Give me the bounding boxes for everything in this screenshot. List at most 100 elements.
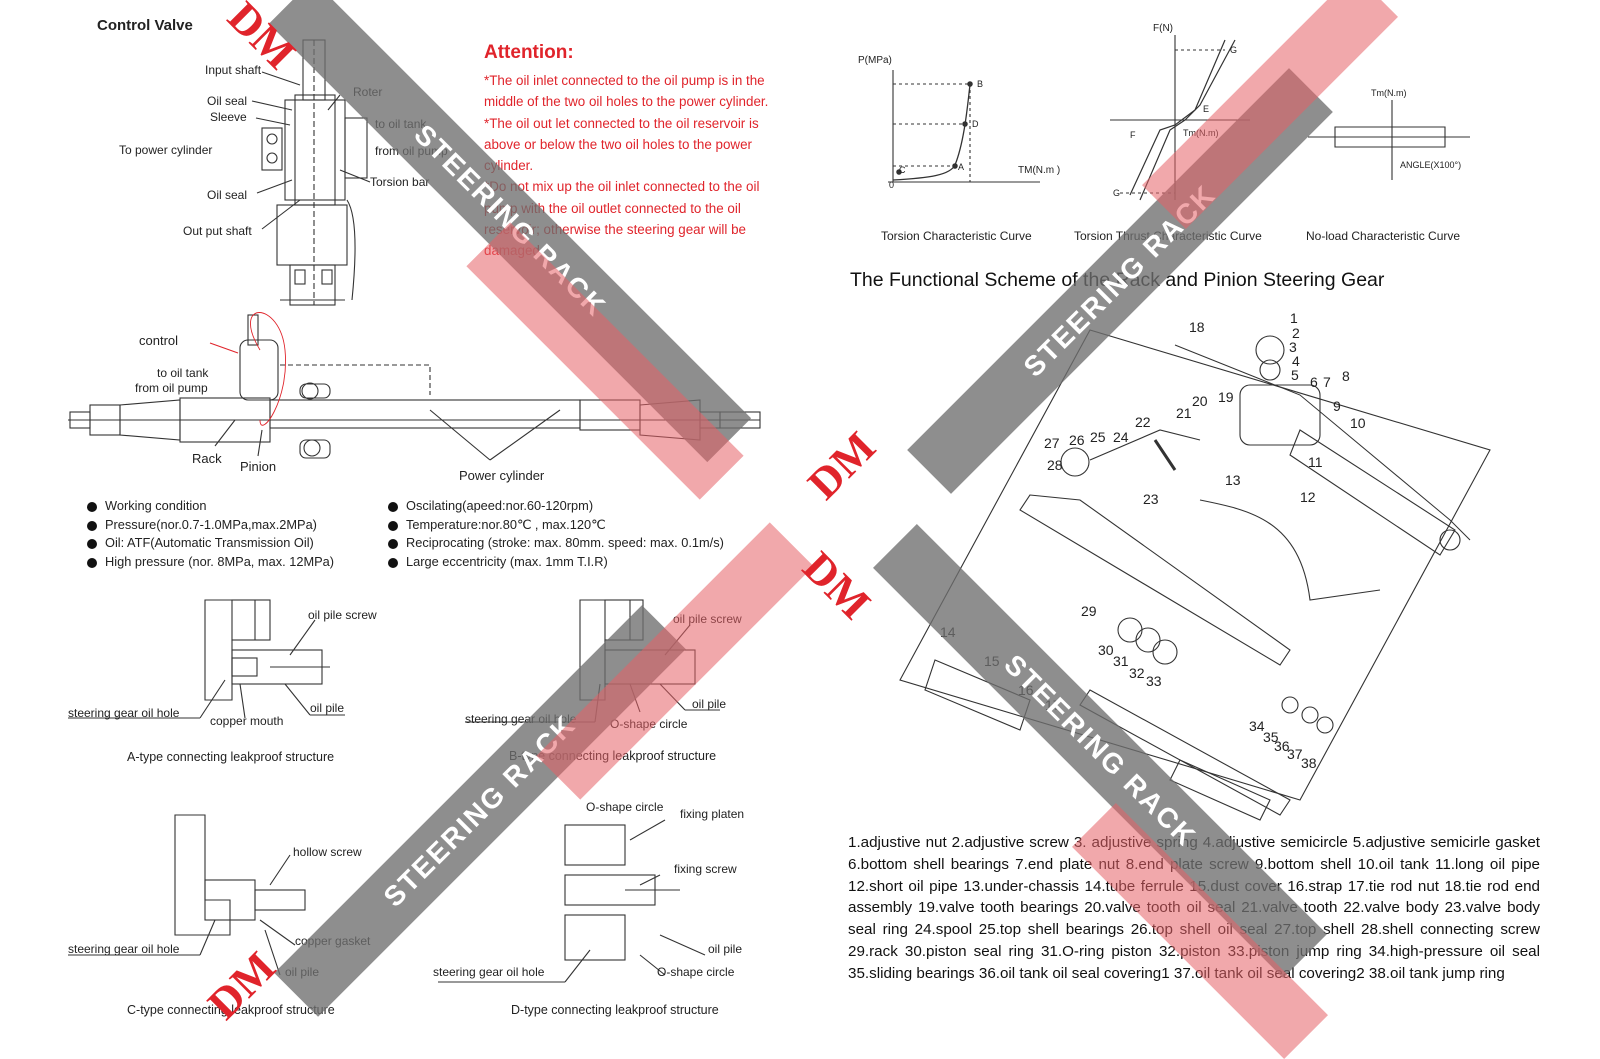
part-number-26: 26: [1069, 432, 1085, 448]
d-o-shape-circle-top-label: O-shape circle: [586, 800, 664, 814]
noload-xlabel: ANGLE(X100°): [1400, 160, 1462, 170]
from-oil-pump-label: from oil pump: [375, 144, 448, 158]
part-number-24: 24: [1113, 429, 1129, 445]
part-number-32: 32: [1129, 665, 1145, 681]
parts-list: 1.adjustive nut 2.adjustive screw 3. adj…: [848, 834, 1540, 982]
thrust-curve-chart: [1110, 35, 1250, 201]
thrust-point-g-top: G: [1230, 45, 1238, 55]
part-number-9: 9: [1333, 398, 1341, 414]
part-number-8: 8: [1342, 368, 1350, 384]
part-number-1: 1: [1290, 310, 1298, 326]
b-type-caption: B-type connecting leakproof structure: [509, 749, 717, 763]
thrust-caption: Torsion Thrust Characteristic Curve: [1074, 229, 1262, 243]
thrust-point-g-bottom: G: [1113, 188, 1121, 198]
part-number-19: 19: [1218, 389, 1234, 405]
b-steering-gear-oil-hole-label: steering gear oil hole: [465, 712, 577, 726]
thrust-ylabel: F(N): [1153, 23, 1173, 34]
torsion-point-c: C: [899, 165, 906, 175]
attention-paragraph: *The oil out let connected to the oil re…: [484, 115, 759, 174]
d-o-shape-circle-bottom-label: O-shape circle: [657, 965, 735, 979]
part-number-10: 10: [1350, 415, 1366, 431]
d-fixing-screw-label: fixing screw: [674, 862, 737, 876]
condition-item: Reciprocating (stroke: max. 80mm. speed:…: [388, 534, 724, 553]
torsion-point-d: D: [972, 119, 979, 129]
part-number-22: 22: [1135, 414, 1151, 430]
c-hollow-screw-label: hollow screw: [293, 845, 362, 859]
pinion-label: Pinion: [240, 459, 277, 474]
part-number-25: 25: [1090, 429, 1106, 445]
part-number-27: 27: [1044, 435, 1060, 451]
part-number-7: 7: [1323, 374, 1331, 390]
d-fixing-platen-label: fixing platen: [680, 807, 745, 821]
rack-from-oil-pump-label: from oil pump: [135, 381, 208, 395]
torsion-ylabel: P(MPa): [858, 55, 892, 66]
to-oil-tank-label: to oil tank: [375, 117, 427, 131]
a-type-caption: A-type connecting leakproof structure: [127, 750, 335, 764]
condition-item: Pressure(nor.0.7-1.0MPa,max.2MPa): [87, 516, 334, 535]
c-copper-gasket-label: copper gasket: [295, 934, 371, 948]
torsion-origin: 0: [889, 180, 895, 190]
a-oil-pile-label: oil pile: [310, 701, 345, 715]
oil-seal-bottom-label: Oil seal: [207, 188, 248, 202]
attention-text: *The oil inlet connected to the oil pump…: [484, 70, 784, 262]
part-number-17: 17: [1045, 697, 1061, 713]
c-oil-pile-label: oil pile: [285, 965, 320, 979]
condition-item: Oscilating(apeed:nor.60-120rpm): [388, 497, 724, 516]
control-valve-title: Control Valve: [97, 17, 193, 34]
d-type-drawing: [438, 819, 706, 983]
attention-paragraph: *The oil inlet connected to the oil pump…: [484, 73, 769, 110]
attention-paragraph: *Do not mix up the oil inlet connected t…: [484, 179, 760, 259]
part-number-31: 31: [1113, 653, 1129, 669]
input-shaft-label: Input shaft: [205, 63, 262, 77]
part-number-33: 33: [1146, 673, 1162, 689]
a-type-drawing: [68, 599, 345, 719]
part-number-12: 12: [1300, 489, 1316, 505]
a-oil-pile-screw-label: oil pile screw: [308, 608, 377, 622]
part-number-13: 13: [1225, 472, 1241, 488]
attention-title: Attention:: [484, 42, 574, 63]
torsion-point-a: A: [958, 162, 965, 172]
part-number-6: 6: [1310, 374, 1318, 390]
a-copper-mouth-label: copper mouth: [210, 714, 284, 728]
control-label: control: [139, 333, 179, 348]
noload-ylabel: Tm(N.m): [1371, 88, 1407, 98]
d-steering-gear-oil-hole-label: steering gear oil hole: [433, 965, 545, 979]
conditions-left-list: Working condition Pressure(nor.0.7-1.0MP…: [87, 497, 334, 571]
part-number-29: 29: [1081, 603, 1097, 619]
part-number-11: 11: [1308, 454, 1323, 470]
b-oil-pile-screw-label: oil pile screw: [673, 612, 742, 626]
part-number-16: 16: [1018, 682, 1034, 698]
noload-caption: No-load Characteristic Curve: [1306, 229, 1461, 243]
condition-item: Large eccentricity (max. 1mm T.I.R): [388, 553, 724, 572]
rack-to-oil-tank-label: to oil tank: [157, 366, 209, 380]
thrust-point-f: F: [1130, 130, 1136, 140]
part-number-38: 38: [1301, 755, 1317, 771]
torsion-caption: Torsion Characteristic Curve: [881, 229, 1032, 243]
condition-item: Oil: ATF(Automatic Transmission Oil): [87, 534, 334, 553]
thrust-xlabel: Tm(N.m): [1183, 128, 1219, 138]
part-number-30: 30: [1098, 642, 1114, 658]
d-oil-pile-label: oil pile: [708, 942, 743, 956]
d-type-caption: D-type connecting leakproof structure: [511, 1003, 719, 1017]
torsion-bar-label: Torsion bar: [370, 175, 430, 189]
conditions-right-list: Oscilating(apeed:nor.60-120rpm) Temperat…: [388, 497, 724, 571]
c-steering-gear-oil-hole-label: steering gear oil hole: [68, 942, 180, 956]
condition-item: Working condition: [87, 497, 334, 516]
scheme-title: The Functional Scheme of the Rack and Pi…: [850, 269, 1385, 291]
condition-item: High pressure (nor. 8MPa, max. 12MPa): [87, 553, 334, 572]
part-number-28: 28: [1047, 457, 1063, 473]
part-number-20: 20: [1192, 393, 1208, 409]
torsion-point-b: B: [977, 79, 984, 89]
control-valve-drawing: [251, 39, 371, 306]
part-number-21: 21: [1176, 405, 1192, 421]
a-steering-gear-oil-hole-label: steering gear oil hole: [68, 706, 180, 720]
out-put-shaft-label: Out put shaft: [183, 224, 252, 238]
to-power-cylinder-label: To power cylinder: [119, 143, 213, 157]
roter-label: Roter: [353, 85, 383, 99]
rack-label: Rack: [192, 451, 222, 466]
sleeve-label: Sleeve: [210, 110, 247, 124]
part-number-14: 14: [940, 624, 956, 640]
part-number-5: 5: [1291, 367, 1299, 383]
oil-seal-top-label: Oil seal: [207, 94, 248, 108]
thrust-point-e: E: [1203, 104, 1210, 114]
